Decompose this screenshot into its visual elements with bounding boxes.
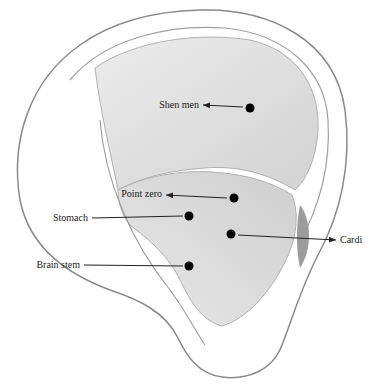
antihelix xyxy=(100,120,205,345)
leader-arrow xyxy=(203,105,243,107)
point-label: Brain stem xyxy=(36,259,80,271)
point-label: Cardi xyxy=(340,234,362,246)
ear-outline xyxy=(18,10,347,378)
leader-arrow xyxy=(166,195,227,198)
point-dot xyxy=(246,104,255,113)
point-dot xyxy=(230,194,239,203)
point-label: Point zero xyxy=(121,188,162,200)
leader-arrow xyxy=(238,235,336,240)
concha xyxy=(118,172,296,326)
point-dot xyxy=(185,212,194,221)
point-label: Shen men xyxy=(159,99,199,111)
leader-line xyxy=(84,265,183,266)
point-dot xyxy=(227,230,236,239)
leader-line xyxy=(92,216,183,218)
upper-fossa xyxy=(95,37,318,190)
point-label: Stomach xyxy=(53,212,88,224)
point-dot xyxy=(185,262,194,271)
tragus xyxy=(297,205,309,268)
